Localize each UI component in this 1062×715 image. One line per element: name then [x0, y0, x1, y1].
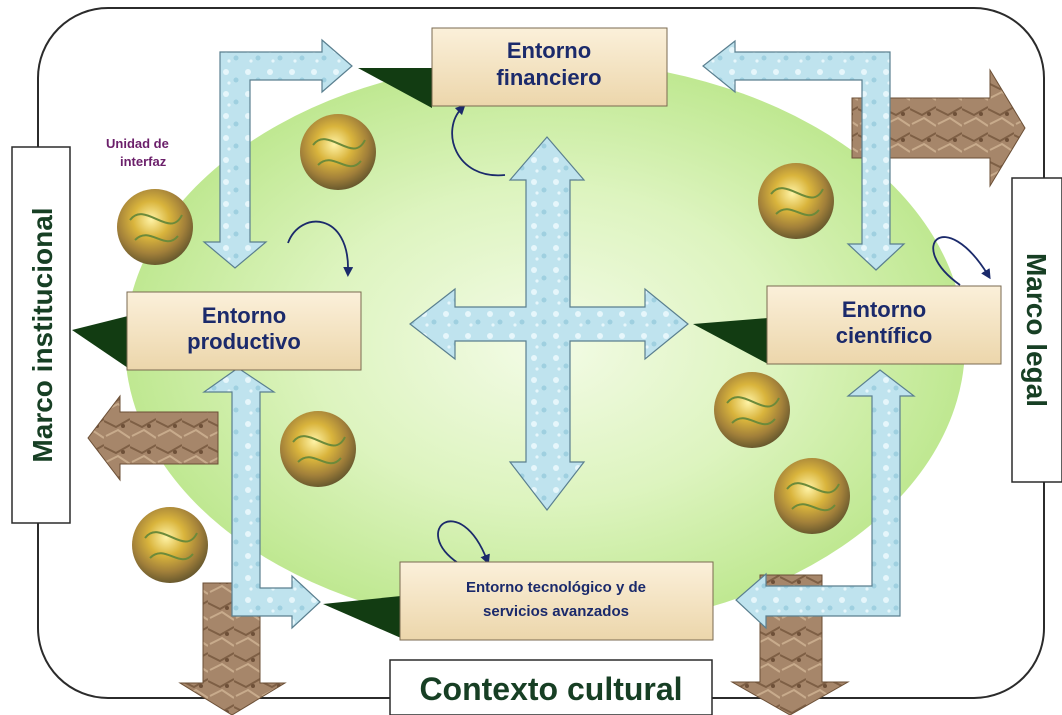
frame-legal: Marco legal — [1011, 177, 1062, 483]
productive-line1: Entorno — [202, 303, 286, 328]
interface-unit-ball — [132, 507, 208, 583]
interface-unit-label-line2: interfaz — [120, 154, 167, 169]
productive-line2: productivo — [187, 329, 301, 354]
scientific-line1: Entorno — [842, 297, 926, 322]
blue-arrow-financial-to-scientific — [702, 39, 906, 271]
technological-line2: servicios avanzados — [483, 603, 629, 620]
box-productive: Entorno productivo — [126, 291, 362, 371]
shadow-technological — [323, 596, 401, 638]
brown-arrow-left — [87, 394, 219, 482]
frame-institutional-label: Marco institucional — [27, 207, 58, 462]
interface-unit-ball — [758, 163, 834, 239]
blue-arrow-productive-to-financial — [202, 38, 353, 269]
shadow-financial — [358, 68, 432, 108]
interface-unit-ball — [280, 411, 356, 487]
shadow-productive — [72, 316, 128, 368]
technological-line1: Entorno tecnológico y de — [466, 579, 646, 596]
interface-unit-balls — [117, 114, 850, 583]
blue-arrow-productive-to-technological — [202, 367, 321, 630]
loop-arrow-scientific — [932, 236, 991, 286]
box-technological: Entorno tecnológico y de servicios avanz… — [399, 561, 714, 641]
central-four-way-arrow — [409, 136, 689, 511]
box-financial: Entorno financiero — [431, 27, 668, 107]
interface-unit-ball — [300, 114, 376, 190]
interface-unit-ball — [117, 189, 193, 265]
interface-unit-label-line1: Unidad de — [106, 136, 169, 151]
financial-line1: Entorno — [507, 38, 591, 63]
loop-arrow-technological — [437, 520, 490, 565]
interface-unit-ball — [714, 372, 790, 448]
blue-arrow-scientific-to-technological — [735, 369, 916, 630]
frame-institutional: Marco institucional — [11, 146, 71, 524]
loop-arrow-financial — [451, 104, 506, 177]
loop-arrow-productive — [287, 220, 354, 277]
financial-line2: financiero — [496, 65, 601, 90]
box-scientific: Entorno científico — [766, 285, 1002, 365]
frame-cultural: Contexto cultural — [389, 659, 713, 715]
frame-cultural-label: Contexto cultural — [419, 671, 682, 707]
shadow-scientific — [693, 318, 768, 364]
scientific-line2: científico — [836, 323, 933, 348]
interface-unit-ball — [774, 458, 850, 534]
frame-legal-label: Marco legal — [1021, 253, 1052, 407]
